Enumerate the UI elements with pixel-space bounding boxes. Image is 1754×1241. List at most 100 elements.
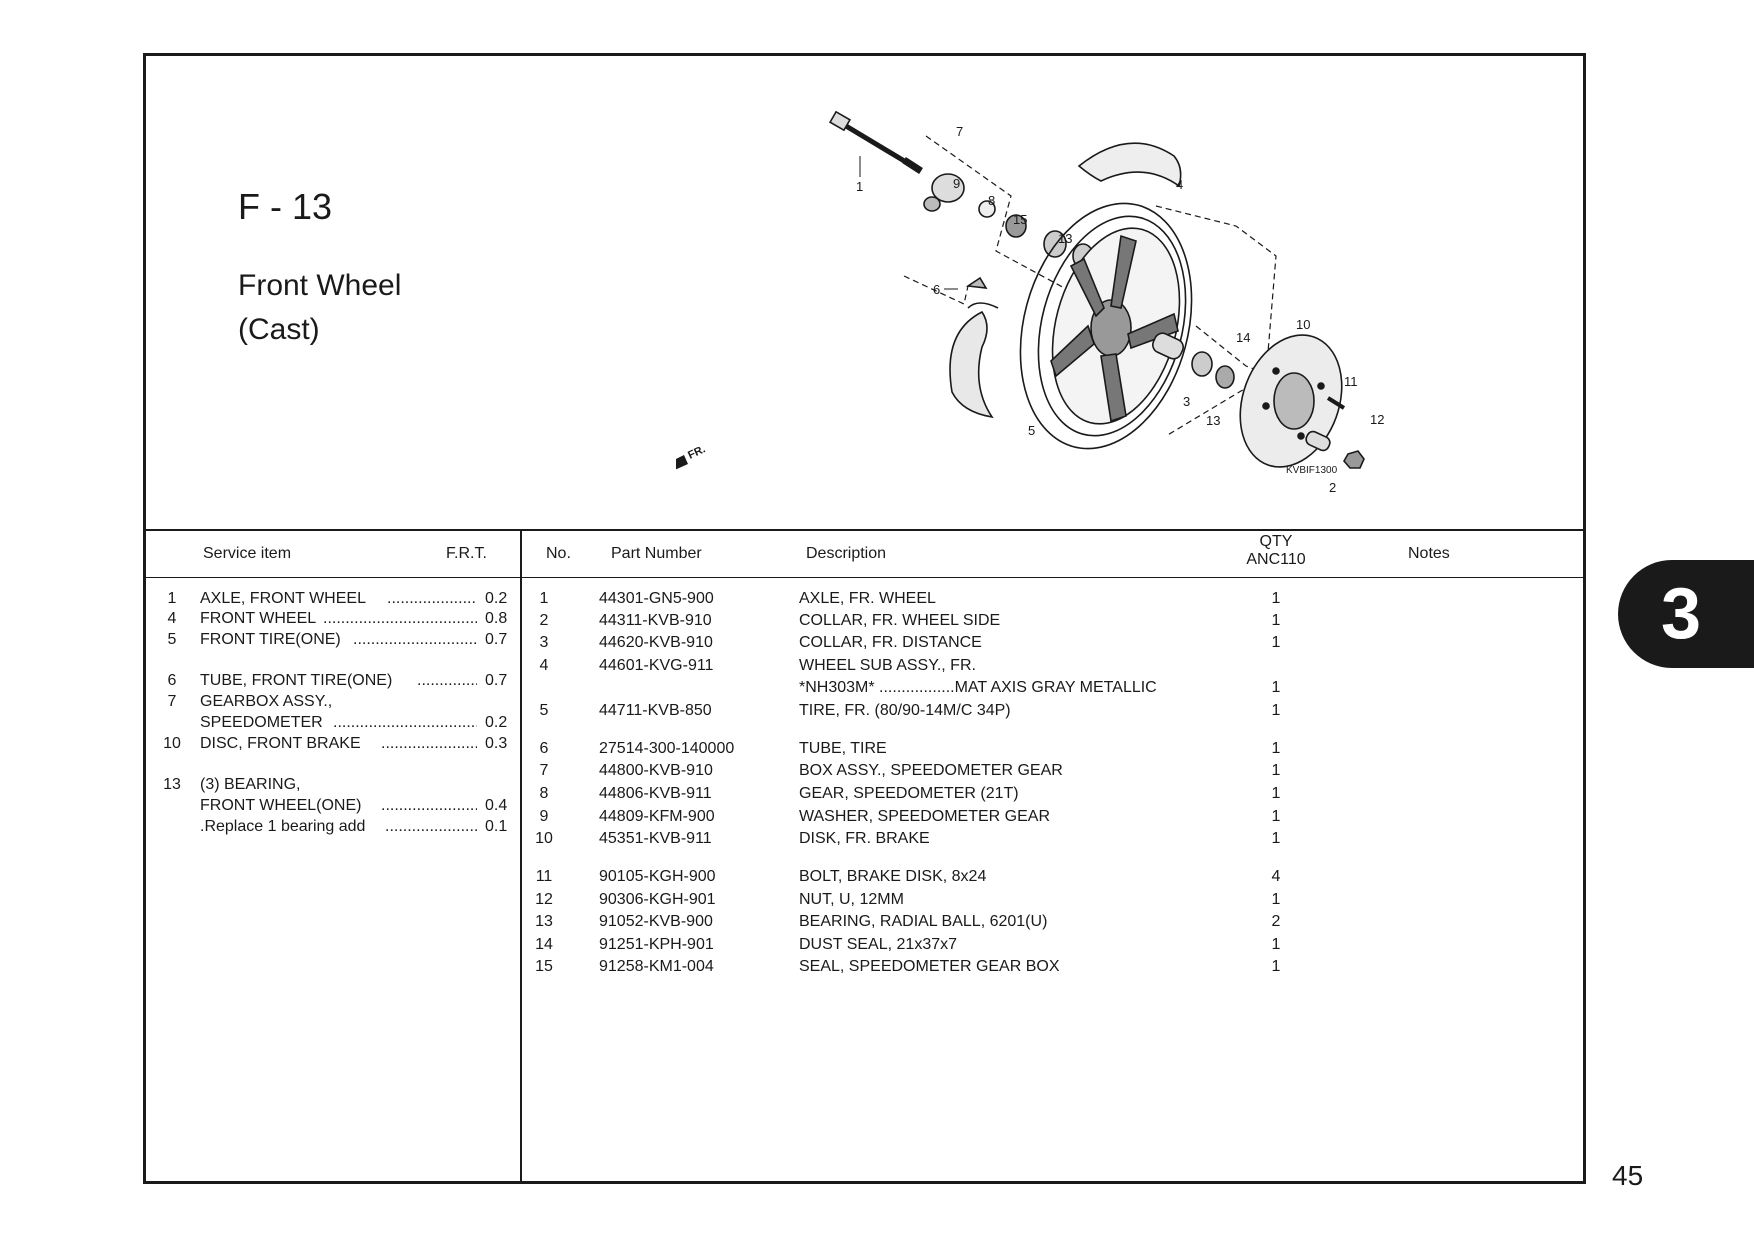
no-header: No. — [546, 545, 571, 562]
callout-14: 14 — [1236, 330, 1250, 345]
parts-row-description: AXLE, FR. WHEEL — [799, 590, 936, 607]
parts-row-qty: 2 — [1271, 913, 1281, 930]
callout-5: 5 — [1028, 423, 1035, 438]
parts-row-qty: 4 — [1271, 868, 1281, 885]
callout-12: 12 — [1370, 412, 1384, 427]
parts-row-description: TIRE, FR. (80/90-14M/C 34P) — [799, 702, 1011, 719]
parts-row: *NH303M* .................MAT AXIS GRAY … — [146, 679, 1546, 701]
parts-row-no: 12 — [535, 891, 553, 908]
parts-row-part-number: 44311-KVB-910 — [599, 612, 712, 629]
parts-row: 7 44800-KVB-910 BOX ASSY., SPEEDOMETER GEA… — [146, 762, 1546, 784]
parts-row-qty: 1 — [1271, 612, 1281, 629]
exploded-diagram: FR. 1 7 9 8 15 13 4 6 5 3 14 10 11 12 — [676, 110, 1384, 495]
parts-row-description: DUST SEAL, 21x37x7 — [799, 936, 958, 953]
parts-row-no: 9 — [539, 808, 549, 825]
gearbox-part — [923, 173, 1027, 238]
notes-header: Notes — [1408, 545, 1450, 562]
parts-row: 15 91258-KM1-004 SEAL, SPEEDOMETER GEAR BO… — [146, 958, 1546, 980]
parts-row-description: TUBE, TIRE — [799, 740, 887, 757]
page-number: 45 — [1612, 1160, 1644, 1191]
parts-row: 2 44311-KVB-910 COLLAR, FR. WHEEL SIDE 1 — [146, 612, 1546, 634]
parts-row-part-number: 44800-KVB-910 — [599, 762, 713, 779]
callout-10: 10 — [1296, 317, 1310, 332]
frt-header: F.R.T. — [446, 545, 487, 562]
parts-row-qty: 1 — [1271, 740, 1281, 757]
parts-row-no: 8 — [539, 785, 549, 802]
parts-row-part-number: 44806-KVB-911 — [599, 785, 712, 802]
parts-row-description: DISK, FR. BRAKE — [799, 830, 930, 847]
parts-row-description: COLLAR, FR. DISTANCE — [799, 634, 982, 651]
figure-title: Front Wheel (Cast) — [238, 264, 401, 352]
parts-row-no: 10 — [535, 830, 553, 847]
parts-row-description: BOX ASSY., SPEEDOMETER GEAR — [799, 762, 1063, 779]
parts-row-qty: 1 — [1271, 808, 1281, 825]
callout-2: 2 — [1329, 480, 1336, 495]
parts-row-part-number: 91251-KPH-901 — [599, 936, 714, 953]
parts-row-qty: 1 — [1271, 891, 1281, 908]
parts-row-qty: 1 — [1271, 762, 1281, 779]
parts-row-description: SEAL, SPEEDOMETER GEAR BOX — [799, 958, 1060, 975]
parts-row-qty: 1 — [1271, 634, 1281, 651]
parts-row-part-number: 90105-KGH-900 — [599, 868, 716, 885]
callout-6: 6 — [933, 282, 940, 297]
part-number-header: Part Number — [611, 545, 702, 562]
parts-row-description: WHEEL SUB ASSY., FR. — [799, 657, 976, 674]
parts-row-part-number: 44601-KVG-911 — [599, 657, 714, 674]
front-direction-arrow: FR. — [676, 443, 707, 470]
parts-row-part-number: 44711-KVB-850 — [599, 702, 712, 719]
callout-8: 8 — [988, 193, 995, 208]
parts-row-description: NUT, U, 12MM — [799, 891, 904, 908]
tire-part — [949, 142, 1182, 419]
parts-row-no: 13 — [535, 913, 553, 930]
callout-4: 4 — [1176, 177, 1183, 192]
parts-row-part-number: 27514-300-140000 — [599, 740, 735, 757]
wheel-part — [1019, 202, 1193, 450]
parts-row-part-number: 44809-KFM-900 — [599, 808, 715, 825]
page-frame: F - 13 Front Wheel (Cast) — [143, 53, 1586, 1184]
parts-row-no: 15 — [535, 958, 553, 975]
chapter-tab: 3 — [1618, 560, 1754, 668]
figure-title-line2: (Cast) — [238, 313, 320, 346]
svg-text:FR.: FR. — [686, 443, 707, 461]
parts-row: 10 45351-KVB-911 DISK, FR. BRAKE 1 — [146, 830, 1546, 852]
callout-7: 7 — [956, 124, 963, 139]
diagram-reference-code: KVBIF1300 — [1286, 465, 1338, 476]
parts-row: 1 44301-GN5-900 AXLE, FR. WHEEL 1 — [146, 590, 1546, 612]
parts-row-part-number: 90306-KGH-901 — [599, 891, 716, 908]
callout-13b: 13 — [1206, 413, 1220, 428]
parts-row-qty: 1 — [1271, 958, 1281, 975]
parts-row-part-number: 45351-KVB-911 — [599, 830, 712, 847]
parts-row-qty: 1 — [1271, 830, 1281, 847]
parts-row-description: WASHER, SPEEDOMETER GEAR — [799, 808, 1050, 825]
parts-row-part-number: 91258-KM1-004 — [599, 958, 714, 975]
parts-row-description: BEARING, RADIAL BALL, 6201(U) — [799, 913, 1048, 930]
parts-row-no: 3 — [539, 634, 549, 651]
axle-part — [828, 110, 923, 174]
figure-code: F - 13 — [238, 186, 333, 227]
parts-row-description: *NH303M* .................MAT AXIS GRAY … — [799, 679, 1157, 696]
parts-row-no: 11 — [535, 868, 553, 885]
parts-row-qty: 1 — [1271, 936, 1281, 953]
parts-row-description: COLLAR, FR. WHEEL SIDE — [799, 612, 1001, 629]
parts-row-no: 5 — [539, 702, 549, 719]
parts-row: 9 44809-KFM-900 WASHER, SPEEDOMETER GEAR 1 — [146, 808, 1546, 830]
parts-row-no: 2 — [539, 612, 549, 629]
parts-row-part-number: 44301-GN5-900 — [599, 590, 714, 607]
callout-1: 1 — [856, 179, 863, 194]
parts-row-no: 6 — [539, 740, 549, 757]
parts-row: 5 44711-KVB-850 TIRE, FR. (80/90-14M/C 34P… — [146, 702, 1546, 724]
column-divider — [520, 529, 522, 1184]
parts-row-no: 7 — [539, 762, 549, 779]
parts-row: 6 27514-300-140000 TUBE, TIRE 1 — [146, 740, 1546, 762]
parts-row-no: 1 — [539, 590, 549, 607]
description-header: Description — [806, 545, 887, 562]
parts-row: 13 91052-KVB-900 BEARING, RADIAL BALL, 620… — [146, 913, 1546, 935]
callout-11: 11 — [1344, 374, 1358, 389]
parts-row-part-number: 91052-KVB-900 — [599, 913, 713, 930]
parts-row-qty: 1 — [1271, 590, 1281, 607]
parts-row-description: GEAR, SPEEDOMETER (21T) — [799, 785, 1019, 802]
